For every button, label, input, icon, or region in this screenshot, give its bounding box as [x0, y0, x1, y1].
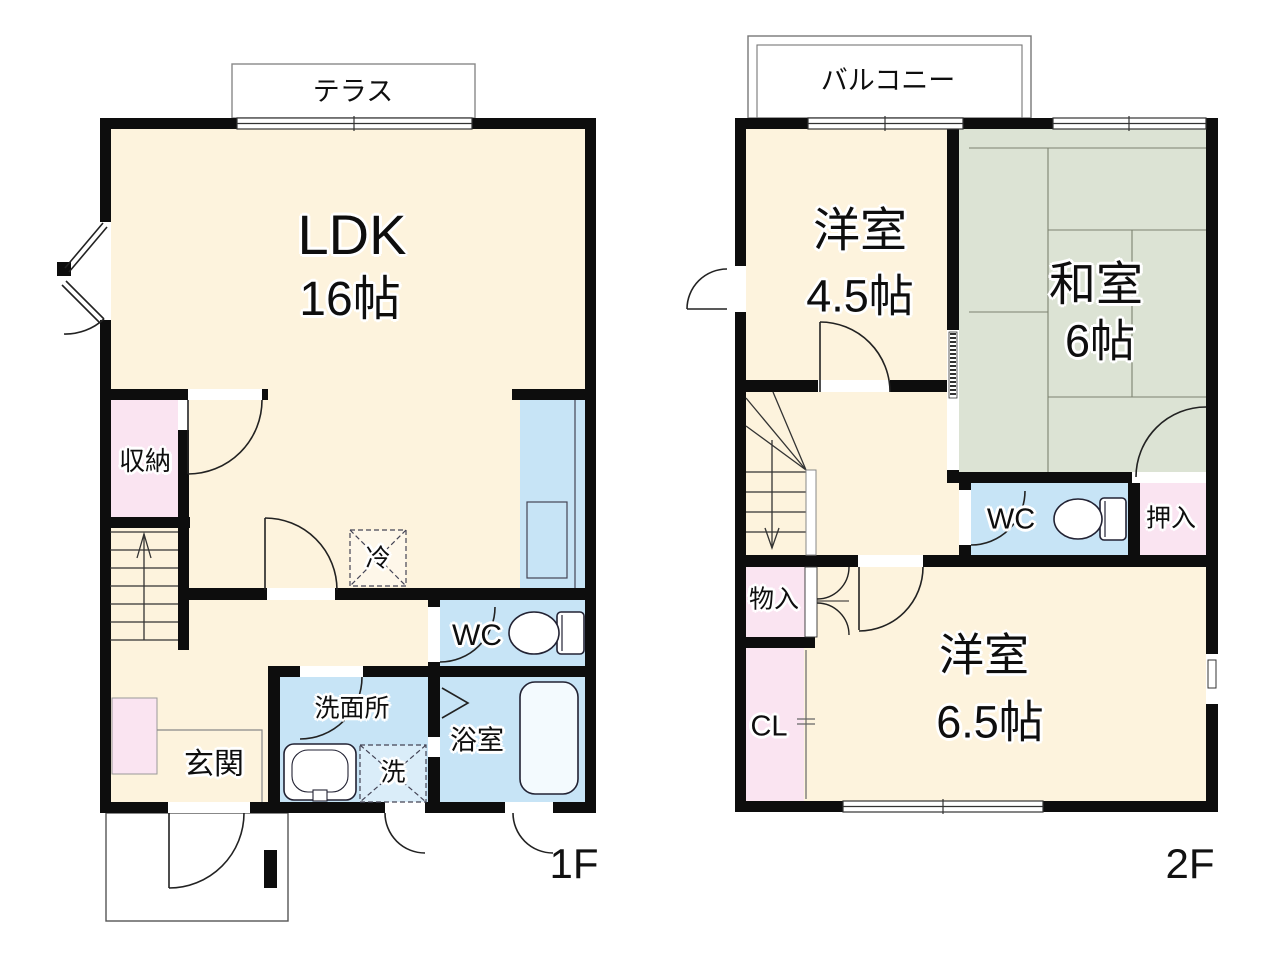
wc-label-2f: WC [986, 503, 1036, 536]
closet-sliding-door [797, 650, 815, 799]
bath-folding-door [441, 687, 470, 719]
bathtub-icon [519, 681, 579, 795]
kitchen-counter [520, 400, 585, 588]
japanese-name-label: 和室 [1049, 257, 1143, 311]
storage-double-doors [804, 566, 850, 638]
entrance-step-line [157, 729, 263, 802]
door-arc [819, 321, 891, 393]
stairs-1f-icon [110, 531, 178, 641]
washroom-door-arc [299, 676, 363, 740]
oshiire-label: 押入 [1145, 504, 1197, 533]
balcony-box [747, 35, 1032, 119]
washer-icon [359, 744, 427, 803]
oshiire-door-arc [1135, 406, 1207, 478]
ldk-size-label: 16帖 [299, 273, 401, 326]
western2-name-label: 洋室 [938, 629, 1030, 681]
up-arrow-icon [136, 531, 152, 559]
fridge-label: 冷 [365, 544, 391, 573]
shoe-cabinet [111, 697, 158, 775]
doors-2f [686, 268, 1207, 632]
bath-label: 浴室 [450, 725, 504, 756]
down-arrow-icon [764, 527, 780, 550]
storage-label: 収納 [118, 446, 172, 476]
storage2-label: 物入 [748, 585, 800, 614]
stairs-2f-icon [745, 391, 817, 556]
doors-1f [168, 399, 554, 889]
entrance-porch [105, 812, 289, 922]
window-terrace [236, 116, 473, 131]
washroom-label: 洗面所 [314, 694, 390, 723]
wc-door-arc [439, 606, 496, 663]
entrance-door-arc [168, 812, 245, 889]
toilet-icon-1f [508, 611, 585, 655]
room-storage [110, 400, 178, 517]
western2-size-label: 6.5帖 [936, 696, 1044, 748]
door-arc [264, 517, 338, 591]
terrace-box [231, 63, 476, 119]
walls-1f [57, 118, 596, 888]
floor1-structure [57, 63, 596, 922]
ext-door-arc [686, 268, 728, 310]
floor2-structure [686, 35, 1218, 814]
room-closet [746, 648, 804, 801]
door-arc [858, 566, 924, 632]
wc-door-arc-2f [970, 490, 1026, 546]
entrance-label: 玄関 [184, 748, 244, 781]
side-window-2f [1207, 659, 1217, 689]
floor2-label: 2F [1165, 840, 1215, 887]
sink-icon [283, 743, 357, 802]
openings-1f [100, 222, 553, 813]
room-japanese [959, 129, 1206, 472]
room-storage-2f [746, 567, 805, 637]
western1-size-label: 4.5帖 [806, 270, 914, 322]
room-oshiire [1140, 483, 1206, 555]
ldk-name-label: LDK [297, 203, 407, 266]
western1-name-label: 洋室 [813, 203, 907, 257]
rear-door-arc [384, 812, 426, 854]
sliding-door-japanese [948, 331, 958, 399]
wc-label-1f: WC [452, 619, 502, 652]
rear-door-arc [512, 812, 554, 854]
fridge-icon [349, 529, 407, 587]
terrace-label: テラス [312, 76, 394, 107]
closet-label: CL [750, 710, 788, 743]
toilet-icon-2f [1053, 497, 1127, 541]
washer-label: 洗 [380, 758, 406, 787]
windows-2f [807, 116, 1207, 814]
tatami-lines [969, 147, 1206, 472]
bay-window [61, 222, 108, 335]
door-arc [187, 399, 263, 475]
balcony-label: バルコニー [820, 65, 956, 96]
japanese-size-label: 6帖 [1064, 315, 1136, 367]
floor1-label: 1F [549, 840, 599, 887]
kitchen-sink-icon [526, 400, 576, 588]
